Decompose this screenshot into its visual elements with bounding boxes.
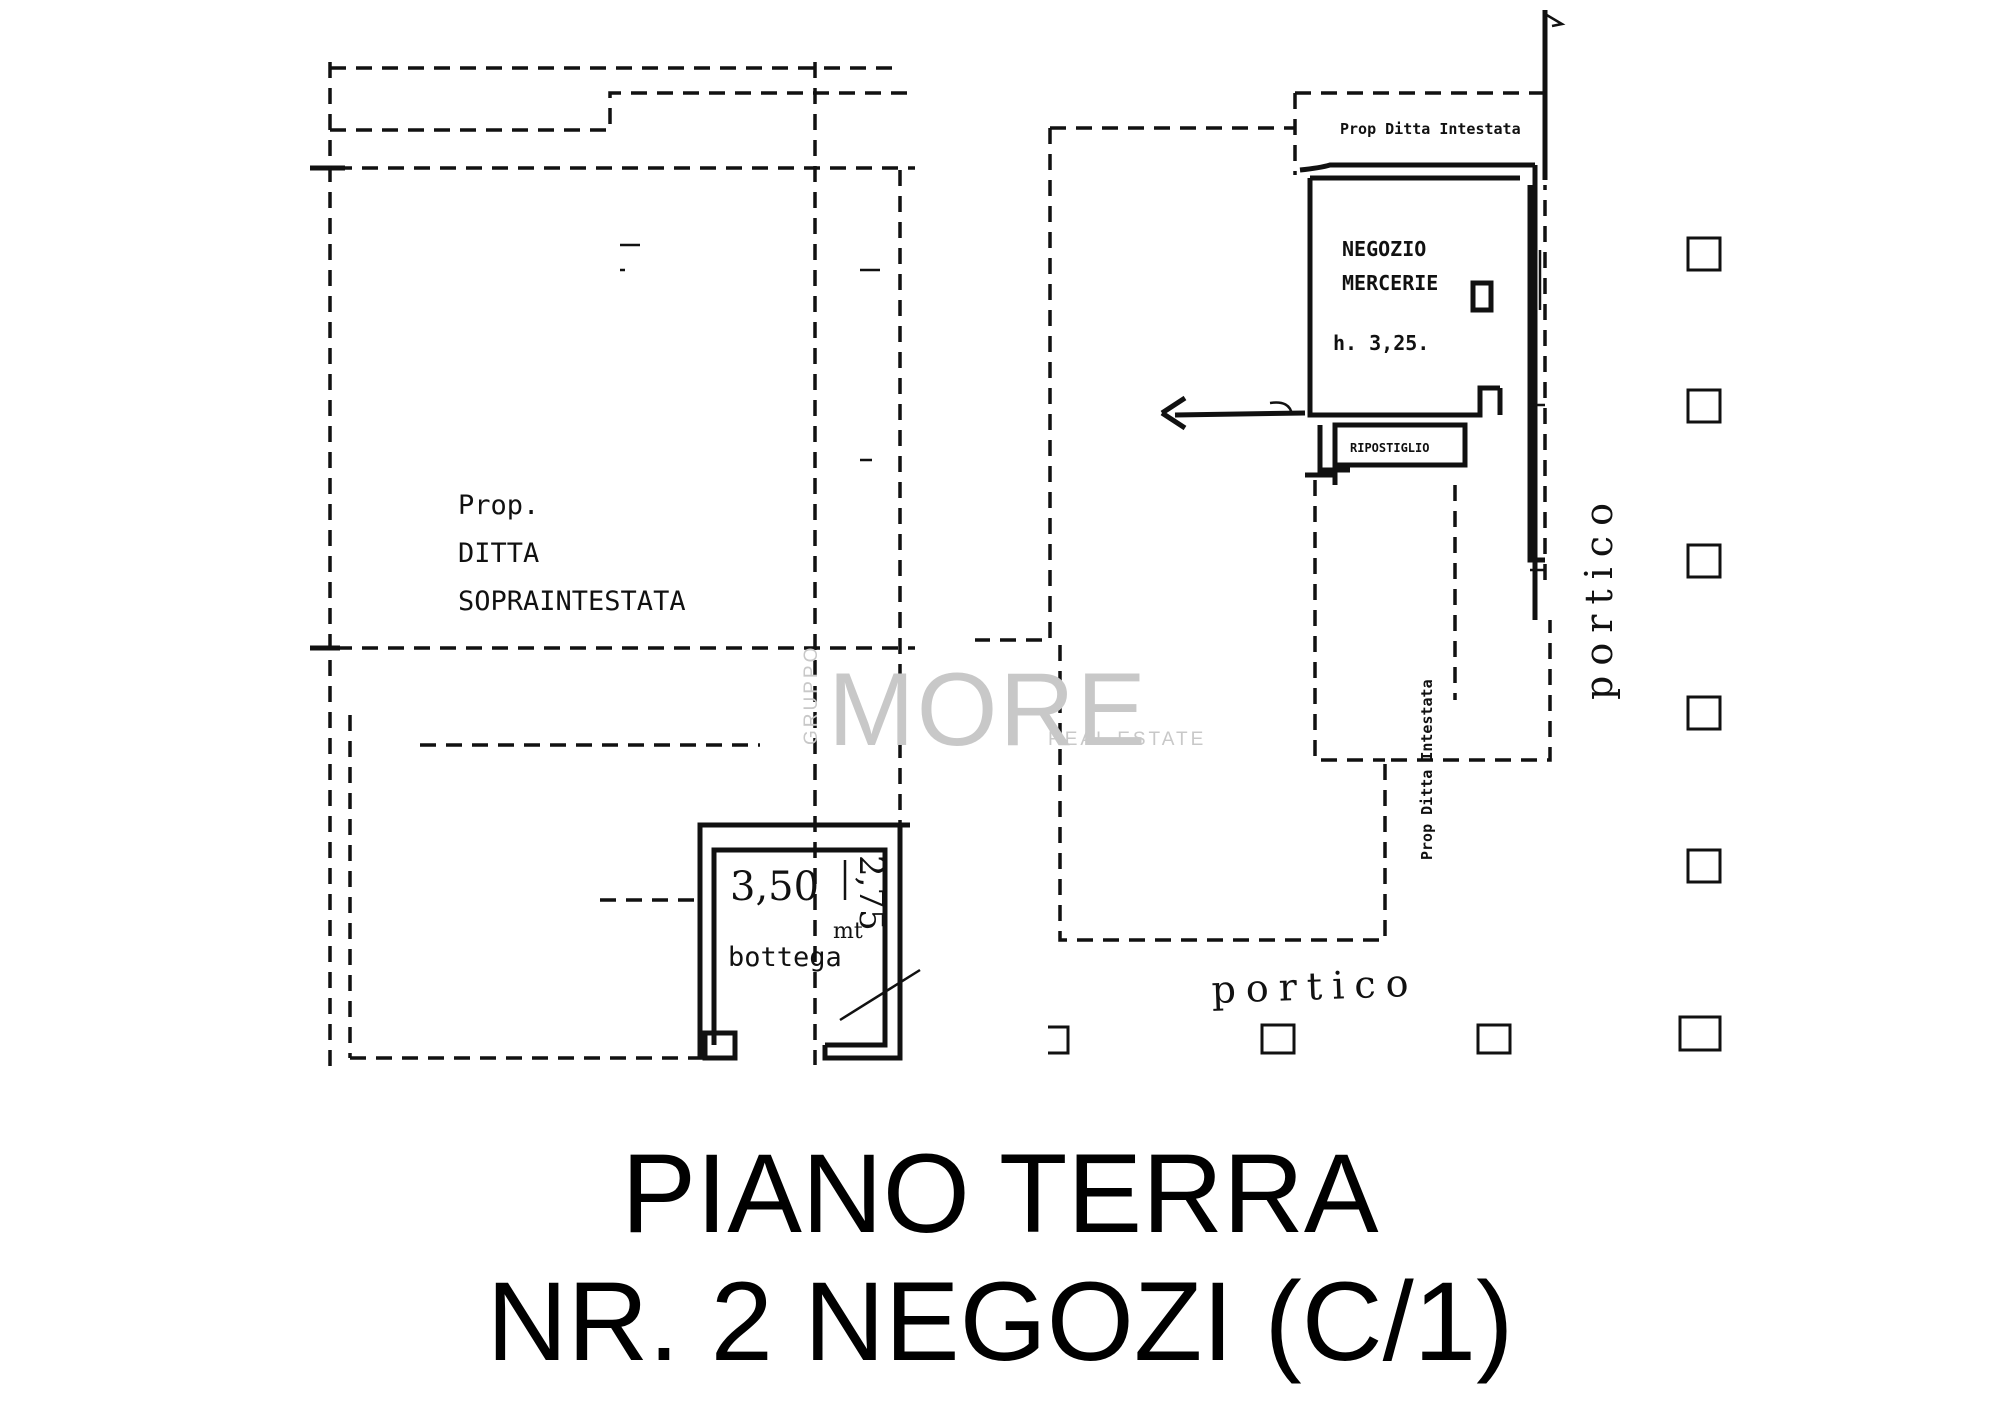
bottega-unit: mt bbox=[833, 919, 863, 944]
bottega-labels: 3,50 2,75 mt bottega bbox=[728, 855, 891, 973]
bottega-height-dimension: 2,75 bbox=[851, 855, 891, 931]
pillar bbox=[1678, 1015, 1722, 1052]
pillar bbox=[1686, 236, 1722, 272]
right-property-outline bbox=[975, 91, 1552, 942]
entrance-arrow bbox=[1160, 395, 1306, 431]
portico-right-label: portico bbox=[1577, 493, 1621, 700]
negozio-room bbox=[1299, 162, 1545, 620]
pillar bbox=[1686, 695, 1722, 731]
watermark: MORE REAL ESTATE GRUPPO bbox=[801, 645, 1206, 768]
portico-bottom-label: portico bbox=[1211, 961, 1419, 1012]
left-block-label-line3: SOPRAINTESTATA bbox=[458, 586, 686, 617]
left-property-outline bbox=[310, 62, 915, 1070]
pillar bbox=[1686, 543, 1722, 579]
watermark-side-text: GRUPPO bbox=[801, 645, 822, 745]
left-block-label-line1: Prop. bbox=[458, 490, 539, 521]
negozio-height-note: h. 3,25. bbox=[1333, 331, 1429, 355]
pillar bbox=[1260, 1023, 1296, 1055]
ripostiglio-label: RIPOSTIGLIO bbox=[1350, 441, 1429, 455]
negozio-label-line2: MERCERIE bbox=[1342, 271, 1438, 295]
drawing-corner-marker bbox=[1542, 10, 1566, 180]
watermark-brand: MORE bbox=[828, 652, 1148, 768]
caption-floor-name: PIANO TERRA bbox=[621, 1131, 1379, 1256]
bottega-width-dimension: 3,50 bbox=[730, 864, 819, 910]
bottega-label: bottega bbox=[728, 942, 842, 973]
left-block-label-line2: DITTA bbox=[458, 538, 539, 569]
pillar bbox=[1048, 1025, 1070, 1055]
prop-labels: Prop Ditta Intestata Prop Ditta Intestat… bbox=[1340, 120, 1521, 860]
prop-vertical-label: Prop Ditta Intestata bbox=[1418, 679, 1436, 860]
pillar bbox=[1686, 388, 1722, 424]
bottega-room bbox=[697, 822, 921, 1061]
prop-top-right-label: Prop Ditta Intestata bbox=[1340, 120, 1521, 138]
watermark-subtitle: REAL ESTATE bbox=[1048, 729, 1206, 750]
negozio-label-line1: NEGOZIO bbox=[1342, 237, 1426, 261]
caption-units-count: NR. 2 NEGOZI (C/1) bbox=[486, 1259, 1514, 1384]
portico-labels: portico portico bbox=[1211, 493, 1621, 1012]
pillar bbox=[1686, 848, 1722, 884]
pillar bbox=[1476, 1023, 1512, 1055]
ripostiglio-room: RIPOSTIGLIO bbox=[1305, 422, 1468, 485]
left-property-label: Prop. DITTA SOPRAINTESTATA bbox=[458, 490, 686, 617]
negozio-labels: NEGOZIO MERCERIE h. 3,25. bbox=[1333, 237, 1438, 355]
pillars bbox=[1048, 236, 1722, 1055]
